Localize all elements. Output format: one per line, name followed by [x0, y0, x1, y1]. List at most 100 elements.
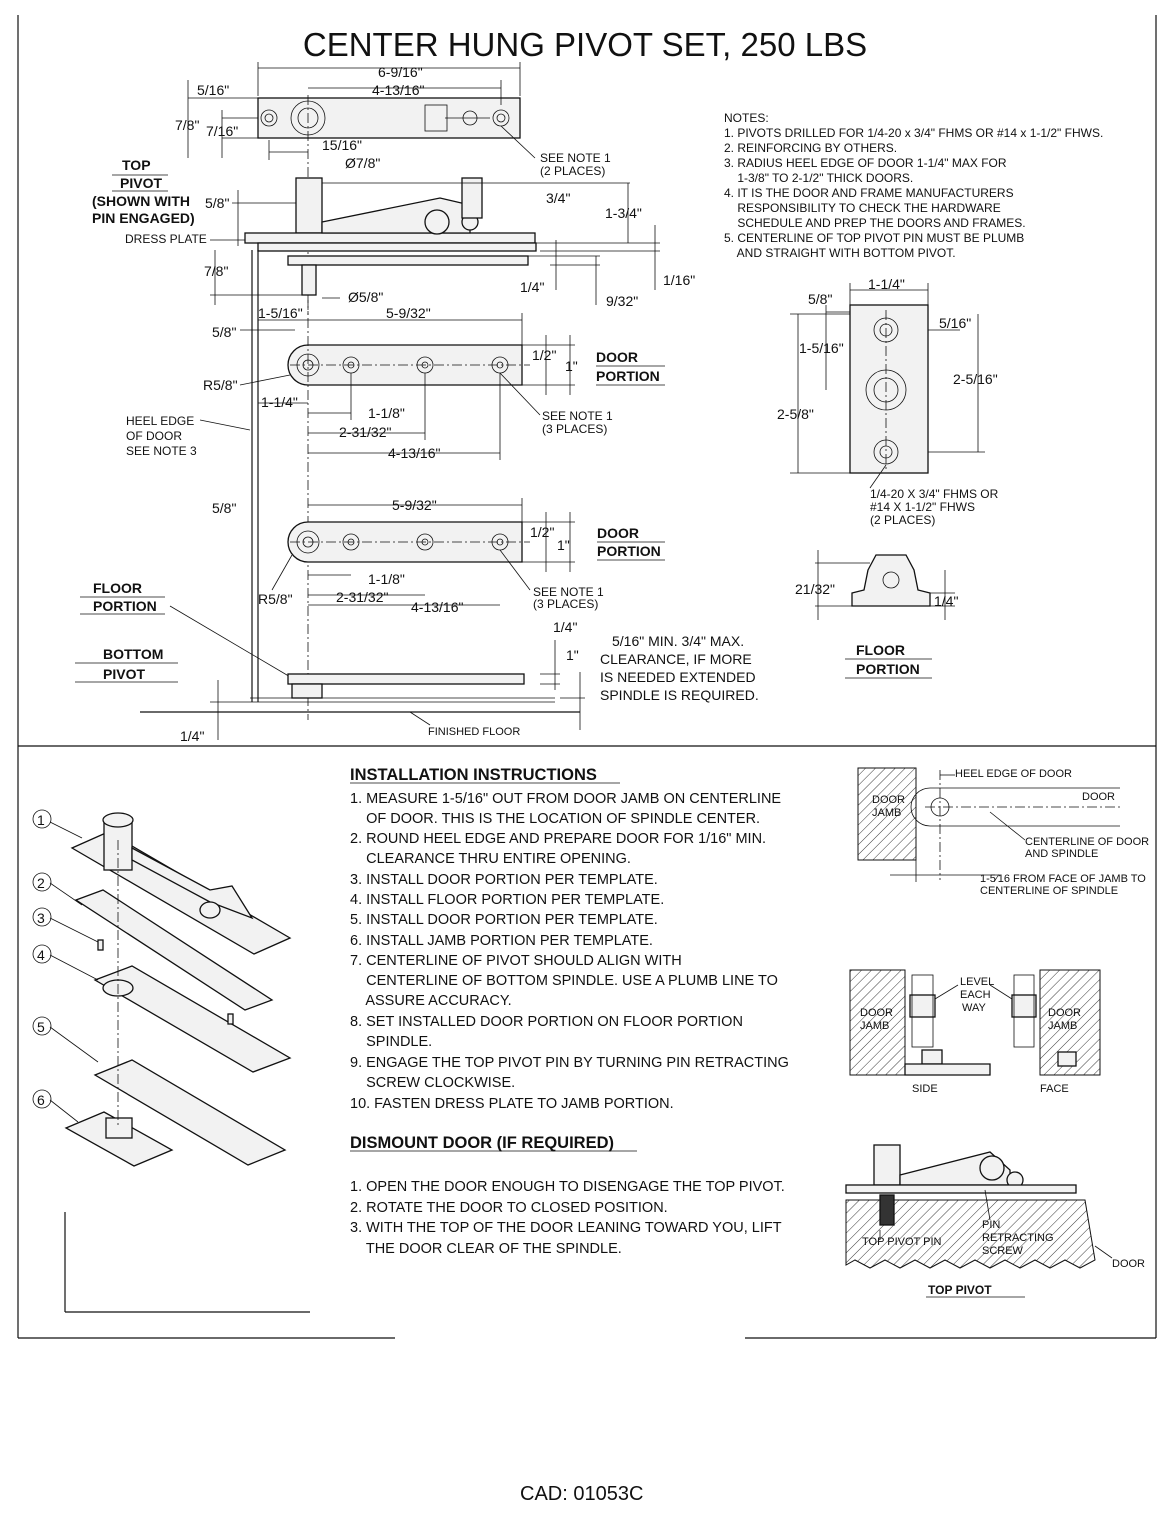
bottom-pivot-label-2: PIVOT — [103, 666, 145, 682]
dp-top-radius: R5/8" — [203, 377, 238, 393]
dp-top-1-1-8: 1-1/8" — [368, 405, 405, 421]
dp-bot-1-2: 1/2" — [530, 524, 554, 540]
note-line-6: RESPONSIBILITY TO CHECK THE HARDWARE — [724, 201, 1001, 215]
clearance-2: CLEARANCE, IF MORE — [600, 651, 752, 667]
inst-line-13: SPINDLE. — [350, 1034, 432, 1050]
callout-3-text: 3 — [37, 910, 45, 926]
heel-edge-2: OF DOOR — [126, 429, 182, 443]
notes-heading: NOTES: — [724, 111, 769, 125]
callout-2-text: 2 — [37, 875, 45, 891]
clearance-4: SPINDLE IS REQUIRED. — [600, 687, 759, 703]
top-pivot-label-4: PIN ENGAGED) — [92, 210, 195, 226]
callout-5: 5 — [32, 1016, 52, 1036]
dim-pin-small-dia: Ø5/8" — [348, 289, 383, 305]
dp-top-5-9-32: 5-9/32" — [386, 305, 431, 321]
jamb-portion-drawing — [790, 283, 985, 489]
note-line-8: 5. CENTERLINE OF TOP PIVOT PIN MUST BE P… — [724, 231, 1024, 245]
dp-bot-4-13-16: 4-13/16" — [411, 599, 463, 615]
level-3: WAY — [962, 1002, 986, 1014]
note-line-9: AND STRAIGHT WITH BOTTOM PIVOT. — [724, 246, 956, 260]
callout-6: 6 — [32, 1089, 52, 1109]
dim-15-16: 15/16" — [322, 137, 362, 153]
dp-top-see-note-a: SEE NOTE 1 — [542, 409, 613, 423]
installation-heading: INSTALLATION INSTRUCTIONS — [350, 766, 597, 784]
jamb-screw-2: #14 X 1-1/2" FHWS — [870, 500, 975, 514]
jamb-screw-1: 1/4-20 X 3/4" FHMS OR — [870, 487, 999, 501]
inst-line-9: 7. CENTERLINE OF PIVOT SHOULD ALIGN WITH — [350, 953, 682, 969]
dp-bot-label-1: DOOR — [597, 525, 639, 541]
top-pivot-label-1: TOP — [122, 157, 151, 173]
dp-bot-see-note-a: SEE NOTE 1 — [533, 585, 604, 599]
level-right-jamb-1: DOOR — [1048, 1007, 1081, 1019]
floor-side-label-1: FLOOR — [856, 642, 905, 658]
note-line-7: SCHEDULE AND PREP THE DOORS AND FRAMES. — [724, 216, 1026, 230]
callout-4-text: 4 — [37, 947, 45, 963]
floor-side-drawing — [815, 550, 955, 620]
callout-1-text: 1 — [37, 812, 45, 828]
floor-portion-label-2: PORTION — [93, 598, 157, 614]
dismount-line-2: 2. ROTATE THE DOOR TO CLOSED POSITION. — [350, 1200, 668, 1216]
bottom-pivot-drawing — [140, 640, 585, 740]
plan-centerline-1: CENTERLINE OF DOOR — [1025, 836, 1149, 848]
tpd-pin-1: PIN — [982, 1219, 1000, 1231]
top-pivot-label-2: PIVOT — [120, 175, 162, 191]
level-left-jamb-2: JAMB — [860, 1020, 889, 1032]
dim-9-32: 9/32" — [606, 293, 638, 309]
sheet-border — [17, 15, 1157, 1339]
inst-line-6: 4. INSTALL FLOOR PORTION PER TEMPLATE. — [350, 892, 664, 908]
dp-top-label-1: DOOR — [596, 349, 638, 365]
callout-4: 4 — [32, 944, 52, 964]
jamb-5-8: 5/8" — [808, 291, 832, 307]
note-line-5: 4. IT IS THE DOOR AND FRAME MANUFACTURER… — [724, 186, 1014, 200]
dim-7-16: 7/16" — [206, 123, 238, 139]
inst-line-2: OF DOOR. THIS IS THE LOCATION OF SPINDLE… — [350, 811, 760, 827]
plan-centerline-2: AND SPINDLE — [1025, 848, 1098, 860]
jamb-1-5-16: 1-5/16" — [799, 340, 844, 356]
tpd-pin-2: RETRACTING — [982, 1232, 1054, 1244]
tpd-door: DOOR — [1112, 1258, 1145, 1270]
note-line-3: 3. RADIUS HEEL EDGE OF DOOR 1-1/4" MAX F… — [724, 156, 1007, 170]
inst-line-4: CLEARANCE THRU ENTIRE OPENING. — [350, 851, 631, 867]
tpd-label: TOP PIVOT — [928, 1283, 992, 1297]
callout-5-text: 5 — [37, 1019, 45, 1035]
level-face: FACE — [1040, 1083, 1069, 1095]
dp-top-1-1-4: 1-1/4" — [261, 394, 298, 410]
plan-detail — [857, 767, 1122, 882]
callout-1: 1 — [32, 809, 52, 829]
inst-line-11: ASSURE ACCURACY. — [350, 993, 512, 1009]
note-line-4: 1-3/8" TO 2-1/2" THICK DOORS. — [724, 171, 913, 185]
dim-top-5-8: 5/8" — [205, 195, 229, 211]
level-2: EACH — [960, 989, 991, 1001]
heel-edge-3: SEE NOTE 3 — [126, 444, 197, 458]
inst-line-7: 5. INSTALL DOOR PORTION PER TEMPLATE. — [350, 912, 658, 928]
floor-side-label-2: PORTION — [856, 661, 920, 677]
dp-bot-label-2: PORTION — [597, 543, 661, 559]
tpd-pin-3: SCREW — [982, 1245, 1024, 1257]
dp-bot-5-8: 5/8" — [212, 500, 236, 516]
dp-top-1-2: 1/2" — [532, 347, 556, 363]
plan-jamb-1: DOOR — [872, 794, 905, 806]
dismount-line-3: 3. WITH THE TOP OF THE DOOR LEANING TOWA… — [350, 1220, 782, 1236]
tpd-top-pivot-pin: TOP PIVOT PIN — [862, 1236, 942, 1248]
bp-1: 1" — [566, 647, 579, 663]
inst-line-16: 10. FASTEN DRESS PLATE TO JAMB PORTION. — [350, 1096, 674, 1112]
dim-7-8: 7/8" — [175, 117, 199, 133]
bottom-pivot-label-1: BOTTOM — [103, 646, 163, 662]
inst-line-1: 1. MEASURE 1-5/16" OUT FROM DOOR JAMB ON… — [350, 791, 781, 807]
dim-top-7-8: 7/8" — [204, 263, 228, 279]
inst-line-14: 9. ENGAGE THE TOP PIVOT PIN BY TURNING P… — [350, 1055, 789, 1071]
footer-code: CAD: 01053C — [520, 1483, 643, 1505]
clearance-1: 5/16" MIN. 3/4" MAX. — [612, 633, 744, 649]
exploded-view — [49, 812, 310, 1313]
dim-1-3-4: 1-3/4" — [605, 205, 642, 221]
dismount-list: 1. OPEN THE DOOR ENOUGH TO DISENGAGE THE… — [350, 1179, 785, 1257]
finished-floor: FINISHED FLOOR — [428, 726, 520, 738]
callout-2: 2 — [32, 872, 52, 892]
dp-bot-radius: R5/8" — [258, 591, 293, 607]
inst-line-12: 8. SET INSTALLED DOOR PORTION ON FLOOR P… — [350, 1014, 743, 1030]
floor-21-32: 21/32" — [795, 581, 835, 597]
dress-plate-label: DRESS PLATE — [125, 232, 207, 246]
dp-bot-see-note-b: (3 PLACES) — [533, 597, 598, 611]
note-line-1: 1. PIVOTS DRILLED FOR 1/4-20 x 3/4" FHMS… — [724, 126, 1103, 140]
top-pivot-plan — [187, 62, 536, 315]
